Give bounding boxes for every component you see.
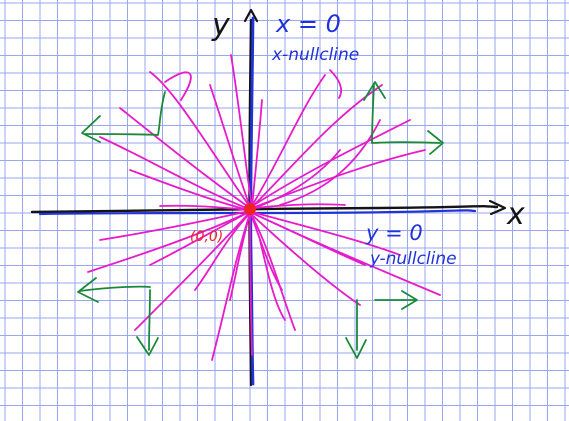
origin-point: [244, 203, 256, 215]
flow-arrow-shaft: [84, 91, 166, 136]
trajectory-curve: [251, 211, 401, 256]
x-axis-label: x: [506, 197, 525, 232]
flow-arrow-head: [136, 336, 159, 356]
flow-arrow-head: [401, 290, 418, 310]
flow-arrows: [77, 81, 444, 359]
flow-arrow-upper-right: [363, 81, 444, 155]
equilibrium-dot: [244, 203, 256, 215]
trajectory-curve: [250, 84, 383, 209]
trajectory-curve: [99, 210, 250, 241]
x-nullcline-name: x-nullcline: [271, 45, 359, 65]
flow-arrow-lower-left: [77, 277, 159, 356]
y-nullcline-name: y-nullcline: [369, 249, 457, 269]
y-axis-label: y: [211, 8, 231, 43]
trajectory-curve: [99, 136, 250, 210]
y-axis-arrowhead: [243, 8, 259, 23]
trajectory-curve: [229, 212, 251, 301]
trajectory-curve: [164, 71, 192, 101]
trajectory-curve: [149, 211, 250, 266]
flow-arrow-head: [345, 337, 367, 359]
trajectory-curve: [251, 99, 263, 209]
y-nullcline-line: [38, 209, 477, 216]
trajectory-curve: [259, 239, 286, 321]
trajectory-curve: [251, 212, 366, 266]
trajectory-curve: [249, 74, 326, 210]
flow-arrow-head: [427, 130, 444, 155]
flow-arrow-shaft: [371, 84, 375, 144]
flow-arrow-head: [77, 277, 99, 303]
trajectory-curve: [249, 212, 253, 356]
x-axis-arrowhead: [488, 199, 507, 216]
trajectory-curve: [209, 84, 251, 208]
trajectory-curve: [87, 211, 250, 273]
flow-arrow-lower-right: [345, 290, 418, 359]
flow-arrow-shaft: [371, 141, 441, 144]
trajectories: [87, 54, 441, 361]
flow-arrow-upper-left: [81, 91, 166, 143]
flow-arrow-shaft: [79, 285, 151, 292]
trajectory-curve: [129, 169, 249, 211]
trajectory-curve: [119, 107, 251, 209]
trajectory-curve: [251, 149, 341, 210]
trajectory-curve: [230, 54, 253, 208]
flow-arrow-head: [363, 81, 386, 101]
flow-arrow-head: [81, 115, 101, 143]
trajectory-curve: [250, 213, 361, 306]
x-axis-line: [30, 204, 499, 214]
trajectory-curve: [329, 69, 343, 99]
trajectory-curve: [194, 212, 251, 291]
trajectory-curve: [149, 71, 251, 208]
x-nullcline-equation: x = 0: [275, 10, 341, 38]
trajectory-curve: [250, 213, 296, 331]
trajectory-curve: [250, 213, 283, 291]
y-nullcline-equation: y = 0: [365, 221, 423, 245]
origin-label: (0,0): [190, 229, 223, 245]
trajectory-curve: [159, 204, 241, 210]
flow-arrow-shaft: [148, 289, 151, 351]
